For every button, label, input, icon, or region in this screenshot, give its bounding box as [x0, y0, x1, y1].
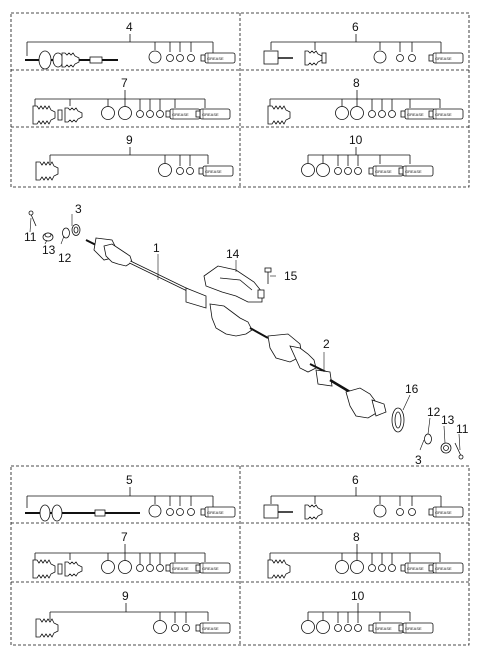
callout-1: 1 [153, 241, 160, 255]
grease-label: GREASE [407, 566, 424, 571]
kit-panel-10 [301, 147, 434, 177]
grease-label: GREASE [435, 566, 452, 571]
callout-14: 14 [226, 247, 240, 261]
kit-panel-9 [35, 147, 234, 181]
callout-6: 6 [352, 473, 359, 487]
main-leader-lines [29, 214, 461, 451]
callout-7: 7 [121, 76, 128, 90]
grease-label: GREASE [405, 626, 422, 631]
grease-label: GREASE [172, 566, 189, 571]
callout-3-right: 3 [415, 453, 422, 467]
kit-panel-7 [32, 90, 231, 125]
grease-label: GREASE [375, 626, 392, 631]
grease-label: GREASE [407, 112, 424, 117]
callout-10: 10 [349, 133, 363, 147]
grease-label: GREASE [202, 626, 219, 631]
kit-panel-8 [267, 90, 464, 125]
grease-label: GREASE [202, 566, 219, 571]
kit-panel-4 [25, 34, 236, 70]
callout-13-right: 13 [441, 413, 455, 427]
grease-label: GREASE [435, 112, 452, 117]
callout-16: 16 [405, 382, 419, 396]
bottom-panel-callouts: 5 6 7 8 9 10 [121, 473, 365, 603]
kit-panel-7-bottom [32, 544, 231, 579]
kit-panel-8-bottom [267, 544, 464, 579]
top-kit-panels [10, 12, 470, 188]
main-callouts: 1 2 3 3 11 11 12 12 13 13 14 15 16 [24, 202, 469, 467]
callout-11-right: 11 [456, 422, 469, 436]
callout-10: 10 [351, 589, 365, 603]
callout-15: 15 [284, 269, 298, 283]
grease-labels-bottom: GREASE GREASE GREASE GREASE GREASE GREAS… [172, 510, 452, 631]
callout-6: 6 [352, 20, 359, 34]
grease-label: GREASE [435, 510, 452, 515]
callout-7: 7 [121, 530, 128, 544]
kit-panel-6-bottom [263, 487, 464, 520]
callout-12-right: 12 [427, 405, 441, 419]
callout-2: 2 [323, 337, 330, 351]
callout-12-left: 12 [58, 251, 72, 265]
callout-8: 8 [353, 530, 360, 544]
drive-shaft-assembly [28, 210, 464, 460]
callout-8: 8 [353, 76, 360, 90]
grease-label: GREASE [172, 112, 189, 117]
top-panel-callouts: 4 6 7 8 9 10 [121, 20, 363, 147]
kit-panel-9-bottom [35, 603, 231, 638]
grease-label: GREASE [375, 169, 392, 174]
grease-label: GREASE [202, 112, 219, 117]
callout-13-left: 13 [42, 243, 56, 257]
grease-label: GREASE [207, 56, 224, 61]
grease-label: GREASE [405, 169, 422, 174]
callout-3-left: 3 [75, 202, 82, 216]
kit-panel-10-bottom [301, 603, 434, 634]
callout-5: 5 [126, 473, 133, 487]
grease-label: GREASE [435, 56, 452, 61]
grease-label: GREASE [207, 510, 224, 515]
bottom-kit-panels [10, 465, 470, 646]
grease-labels-top: GREASE GREASE GREASE GREASE GREASE GREAS… [172, 56, 452, 174]
callout-11-left: 11 [24, 230, 37, 244]
callout-9: 9 [126, 133, 133, 147]
grease-label: GREASE [205, 169, 222, 174]
kit-panel-5 [25, 487, 236, 522]
kit-panel-6 [263, 34, 464, 66]
callout-9: 9 [122, 589, 129, 603]
callout-4: 4 [126, 20, 133, 34]
